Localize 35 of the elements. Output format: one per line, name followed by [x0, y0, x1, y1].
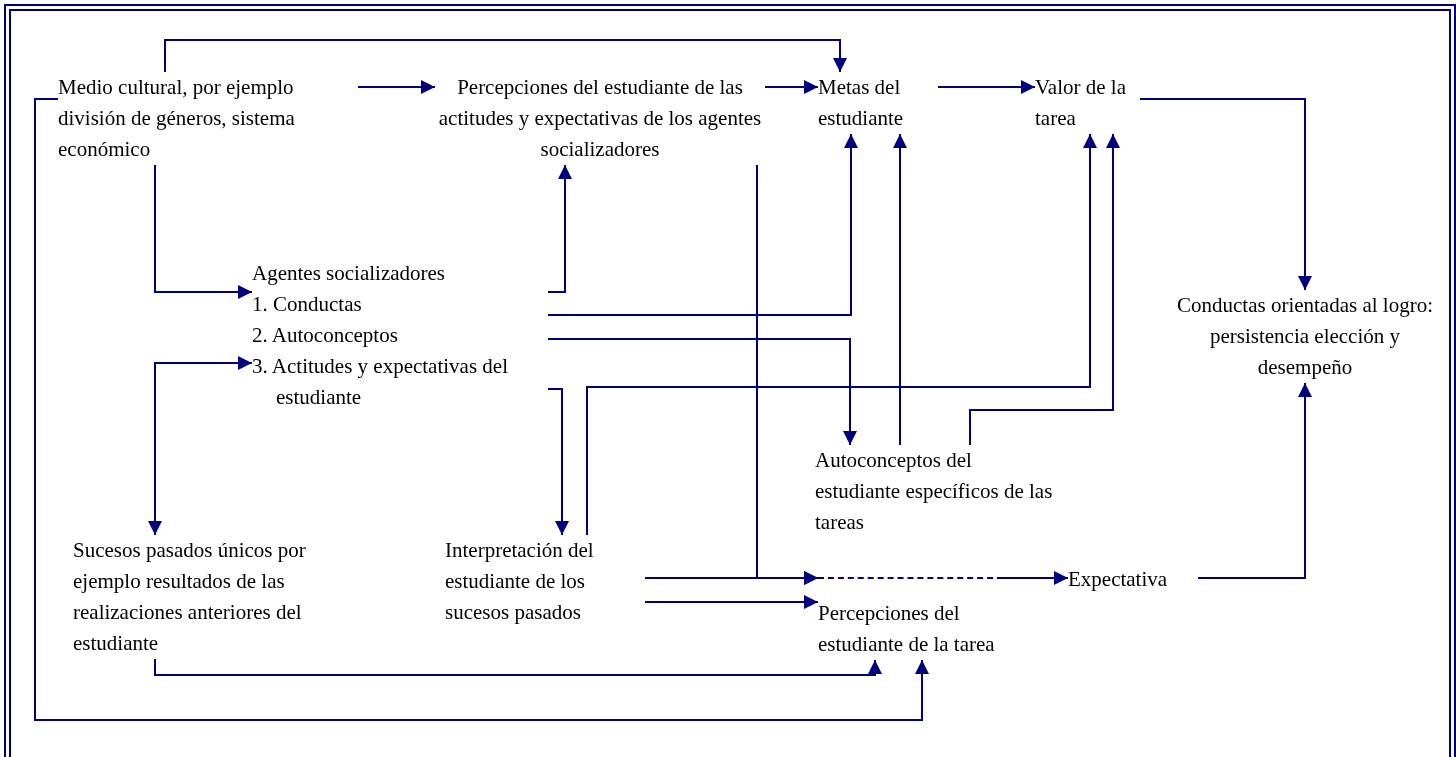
arrow — [34, 98, 929, 721]
arrow — [893, 133, 907, 446]
node-label: Autoconceptos del estudiante específicos de las tareas — [815, 447, 1054, 536]
arrow — [1197, 382, 1312, 579]
dashed-line — [818, 577, 1003, 579]
arrow — [148, 356, 253, 536]
arrow — [969, 133, 1120, 446]
arrow — [586, 133, 1097, 536]
node-label: Percepciones del estudiante de la tarea — [818, 600, 996, 658]
node-label: Valor de la tarea — [1035, 74, 1127, 132]
arrow — [164, 39, 847, 73]
list-item: 3. Actitudes y expectativas del estudiante — [252, 353, 509, 411]
node-label: Metas del estudiante — [818, 74, 905, 132]
arrow — [764, 80, 819, 94]
node-heading: Agentes socializadores — [252, 260, 446, 287]
arrow — [937, 80, 1036, 94]
arrow — [154, 658, 882, 676]
node-label: Interpretación del estudiante de los sucesos pasados — [445, 537, 595, 626]
arrow — [1139, 98, 1312, 291]
list-item: 1. Conductas — [252, 291, 363, 318]
arrow — [547, 133, 858, 316]
arrow — [644, 571, 819, 585]
node-label: Medio cultural, por ejemplo división de géneros, sistema económico — [58, 74, 296, 163]
node-label: Expectativa — [1068, 566, 1169, 593]
node-label: Sucesos pasados únicos por ejemplo resultados de las realizaciones anteriores del estudiante — [73, 537, 307, 657]
list-item: 2. Autoconceptos — [252, 322, 399, 349]
arrow — [547, 164, 572, 293]
arrow — [644, 595, 819, 609]
arrow — [154, 164, 253, 299]
arrow — [547, 338, 857, 446]
arrow — [547, 388, 569, 536]
node-label: Percepciones del estudiante de las actitudes y expectativas de los agentes socializadores — [437, 74, 763, 163]
arrow — [357, 80, 436, 94]
arrow — [1002, 571, 1069, 585]
node-label: Conductas orientadas al logro: persistencia elección y desempeño — [1176, 292, 1434, 381]
